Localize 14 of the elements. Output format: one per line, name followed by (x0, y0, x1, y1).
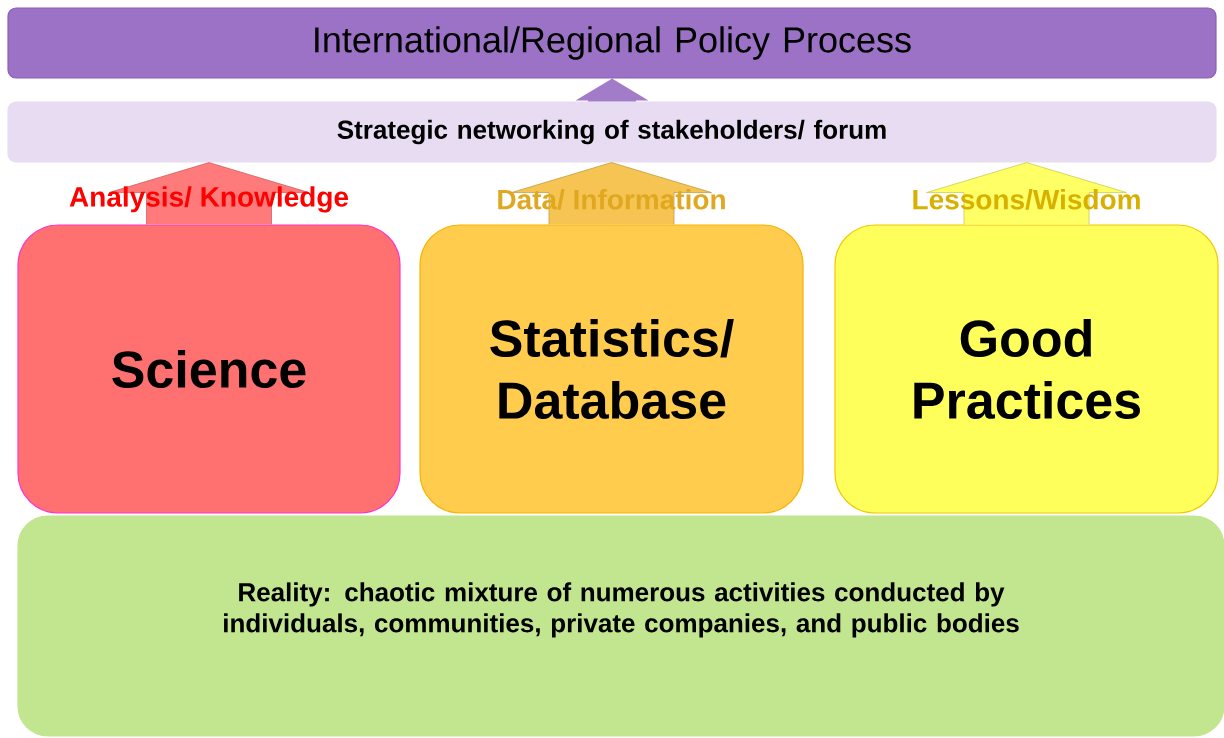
node-label: Reality: chaotic mixture of numerous activities conducted by individuals, communities, private companies, and public bodies (224, 582, 1019, 638)
forum-band (7, 101, 1217, 163)
statistics-box (419, 224, 804, 514)
node-label: Strategic networking of stakeholders/ forum (337, 119, 886, 145)
science-box (17, 224, 401, 514)
node-label: Science (112, 349, 306, 389)
node-label: International/Regional Policy Process (315, 26, 911, 60)
practices-box (834, 224, 1219, 514)
title-band (7, 7, 1217, 79)
block-arrow (108, 162, 310, 225)
edge-label: Analysis/ Knowledge (69, 186, 349, 213)
reality-band (17, 515, 1224, 737)
node-label: Good Practices (914, 318, 1140, 420)
node-label: Statistics/ Database (490, 318, 734, 420)
